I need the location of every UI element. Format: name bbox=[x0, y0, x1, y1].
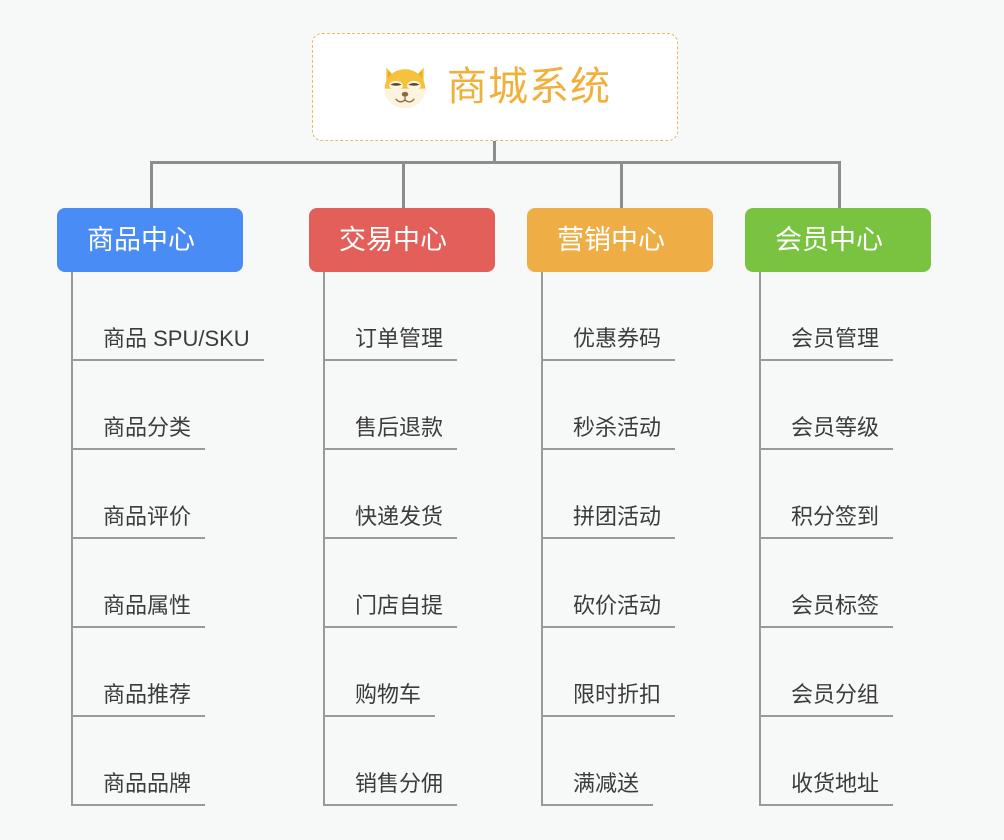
leaf-label: 商品推荐 bbox=[71, 684, 206, 717]
leaf-label: 商品评价 bbox=[71, 506, 206, 539]
leaf-item[interactable]: 商品属性 bbox=[71, 539, 264, 628]
branch-column-2: 交易中心 订单管理 售后退款 快递发货 门店自提 购物车 销售分佣 bbox=[309, 208, 495, 806]
leaf-list-3: 优惠券码 秒杀活动 拼团活动 砍价活动 限时折扣 满减送 bbox=[541, 272, 713, 806]
leaf-label: 商品品牌 bbox=[71, 773, 206, 806]
leaf-item[interactable]: 商品分类 bbox=[71, 361, 264, 450]
leaf-item[interactable]: 商品品牌 bbox=[71, 717, 264, 806]
leaf-item[interactable]: 销售分佣 bbox=[323, 717, 495, 806]
leaf-item[interactable]: 砍价活动 bbox=[541, 539, 713, 628]
leaf-item[interactable]: 优惠券码 bbox=[541, 272, 713, 361]
category-label-3: 营销中心 bbox=[557, 224, 665, 255]
leaf-item[interactable]: 商品评价 bbox=[71, 450, 264, 539]
category-label-1: 商品中心 bbox=[87, 224, 195, 255]
leaf-label: 优惠券码 bbox=[541, 328, 676, 361]
leaf-item[interactable]: 收货地址 bbox=[759, 717, 931, 806]
shiba-dog-face-icon bbox=[384, 67, 426, 109]
horizontal-bus-connector bbox=[150, 161, 841, 164]
leaf-label: 订单管理 bbox=[323, 328, 458, 361]
leaf-label: 拼团活动 bbox=[541, 506, 676, 539]
leaf-label: 商品分类 bbox=[71, 417, 206, 450]
leaf-item[interactable]: 积分签到 bbox=[759, 450, 931, 539]
leaf-label: 会员管理 bbox=[759, 328, 894, 361]
root-stem-connector bbox=[493, 141, 496, 163]
category-box-1[interactable]: 商品中心 bbox=[57, 208, 243, 272]
leaf-item[interactable]: 订单管理 bbox=[323, 272, 495, 361]
leaf-label: 会员分组 bbox=[759, 684, 894, 717]
leaf-label: 商品 SPU/SKU bbox=[71, 328, 264, 361]
leaf-label: 满减送 bbox=[541, 773, 654, 806]
leaf-label: 购物车 bbox=[323, 684, 436, 717]
leaf-label: 秒杀活动 bbox=[541, 417, 676, 450]
branch-column-4: 会员中心 会员管理 会员等级 积分签到 会员标签 会员分组 收货地址 bbox=[745, 208, 931, 806]
leaf-item[interactable]: 秒杀活动 bbox=[541, 361, 713, 450]
leaf-label: 砍价活动 bbox=[541, 595, 676, 628]
category-box-3[interactable]: 营销中心 bbox=[527, 208, 713, 272]
root-node[interactable]: 商城系统 bbox=[312, 33, 678, 141]
leaf-item[interactable]: 限时折扣 bbox=[541, 628, 713, 717]
drop-connector-2 bbox=[402, 161, 405, 208]
leaf-item[interactable]: 会员等级 bbox=[759, 361, 931, 450]
drop-connector-3 bbox=[620, 161, 623, 208]
drop-connector-1 bbox=[150, 161, 153, 208]
leaf-label: 销售分佣 bbox=[323, 773, 458, 806]
category-label-2: 交易中心 bbox=[339, 224, 447, 255]
leaf-label: 收货地址 bbox=[759, 773, 894, 806]
leaf-item[interactable]: 商品推荐 bbox=[71, 628, 264, 717]
leaf-item[interactable]: 门店自提 bbox=[323, 539, 495, 628]
root-title: 商城系统 bbox=[447, 65, 611, 109]
leaf-list-2: 订单管理 售后退款 快递发货 门店自提 购物车 销售分佣 bbox=[323, 272, 495, 806]
category-box-2[interactable]: 交易中心 bbox=[309, 208, 495, 272]
leaf-label: 会员标签 bbox=[759, 595, 894, 628]
leaf-list-4: 会员管理 会员等级 积分签到 会员标签 会员分组 收货地址 bbox=[759, 272, 931, 806]
leaf-item[interactable]: 购物车 bbox=[323, 628, 495, 717]
category-label-4: 会员中心 bbox=[775, 224, 883, 255]
leaf-label: 会员等级 bbox=[759, 417, 894, 450]
leaf-label: 快递发货 bbox=[323, 506, 458, 539]
category-box-4[interactable]: 会员中心 bbox=[745, 208, 931, 272]
leaf-item[interactable]: 售后退款 bbox=[323, 361, 495, 450]
leaf-item[interactable]: 拼团活动 bbox=[541, 450, 713, 539]
branch-column-1: 商品中心 商品 SPU/SKU 商品分类 商品评价 商品属性 商品推荐 商品品牌 bbox=[57, 208, 264, 806]
drop-connector-4 bbox=[838, 161, 841, 208]
leaf-item[interactable]: 快递发货 bbox=[323, 450, 495, 539]
leaf-list-1: 商品 SPU/SKU 商品分类 商品评价 商品属性 商品推荐 商品品牌 bbox=[71, 272, 264, 806]
leaf-label: 售后退款 bbox=[323, 417, 458, 450]
leaf-item[interactable]: 会员管理 bbox=[759, 272, 931, 361]
leaf-label: 限时折扣 bbox=[541, 684, 676, 717]
branch-column-3: 营销中心 优惠券码 秒杀活动 拼团活动 砍价活动 限时折扣 满减送 bbox=[527, 208, 713, 806]
leaf-item[interactable]: 满减送 bbox=[541, 717, 713, 806]
leaf-label: 商品属性 bbox=[71, 595, 206, 628]
leaf-item[interactable]: 商品 SPU/SKU bbox=[71, 272, 264, 361]
leaf-item[interactable]: 会员标签 bbox=[759, 539, 931, 628]
leaf-item[interactable]: 会员分组 bbox=[759, 628, 931, 717]
leaf-label: 门店自提 bbox=[323, 595, 458, 628]
leaf-label: 积分签到 bbox=[759, 506, 894, 539]
